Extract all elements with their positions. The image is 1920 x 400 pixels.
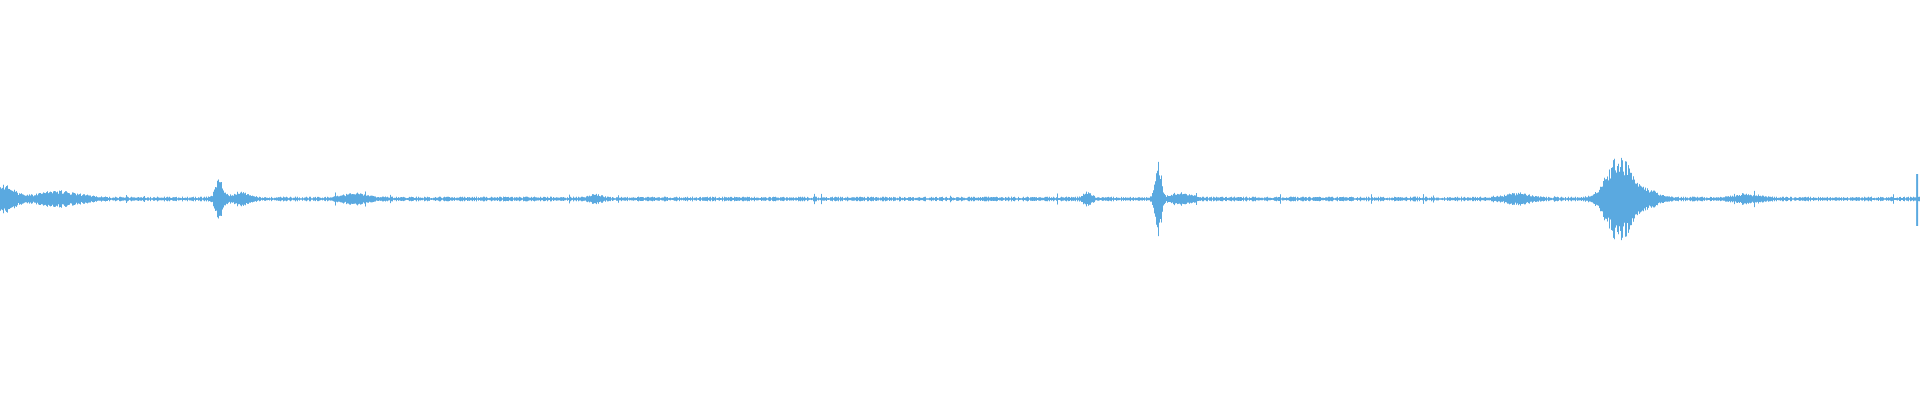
waveform-path [0, 157, 1920, 241]
